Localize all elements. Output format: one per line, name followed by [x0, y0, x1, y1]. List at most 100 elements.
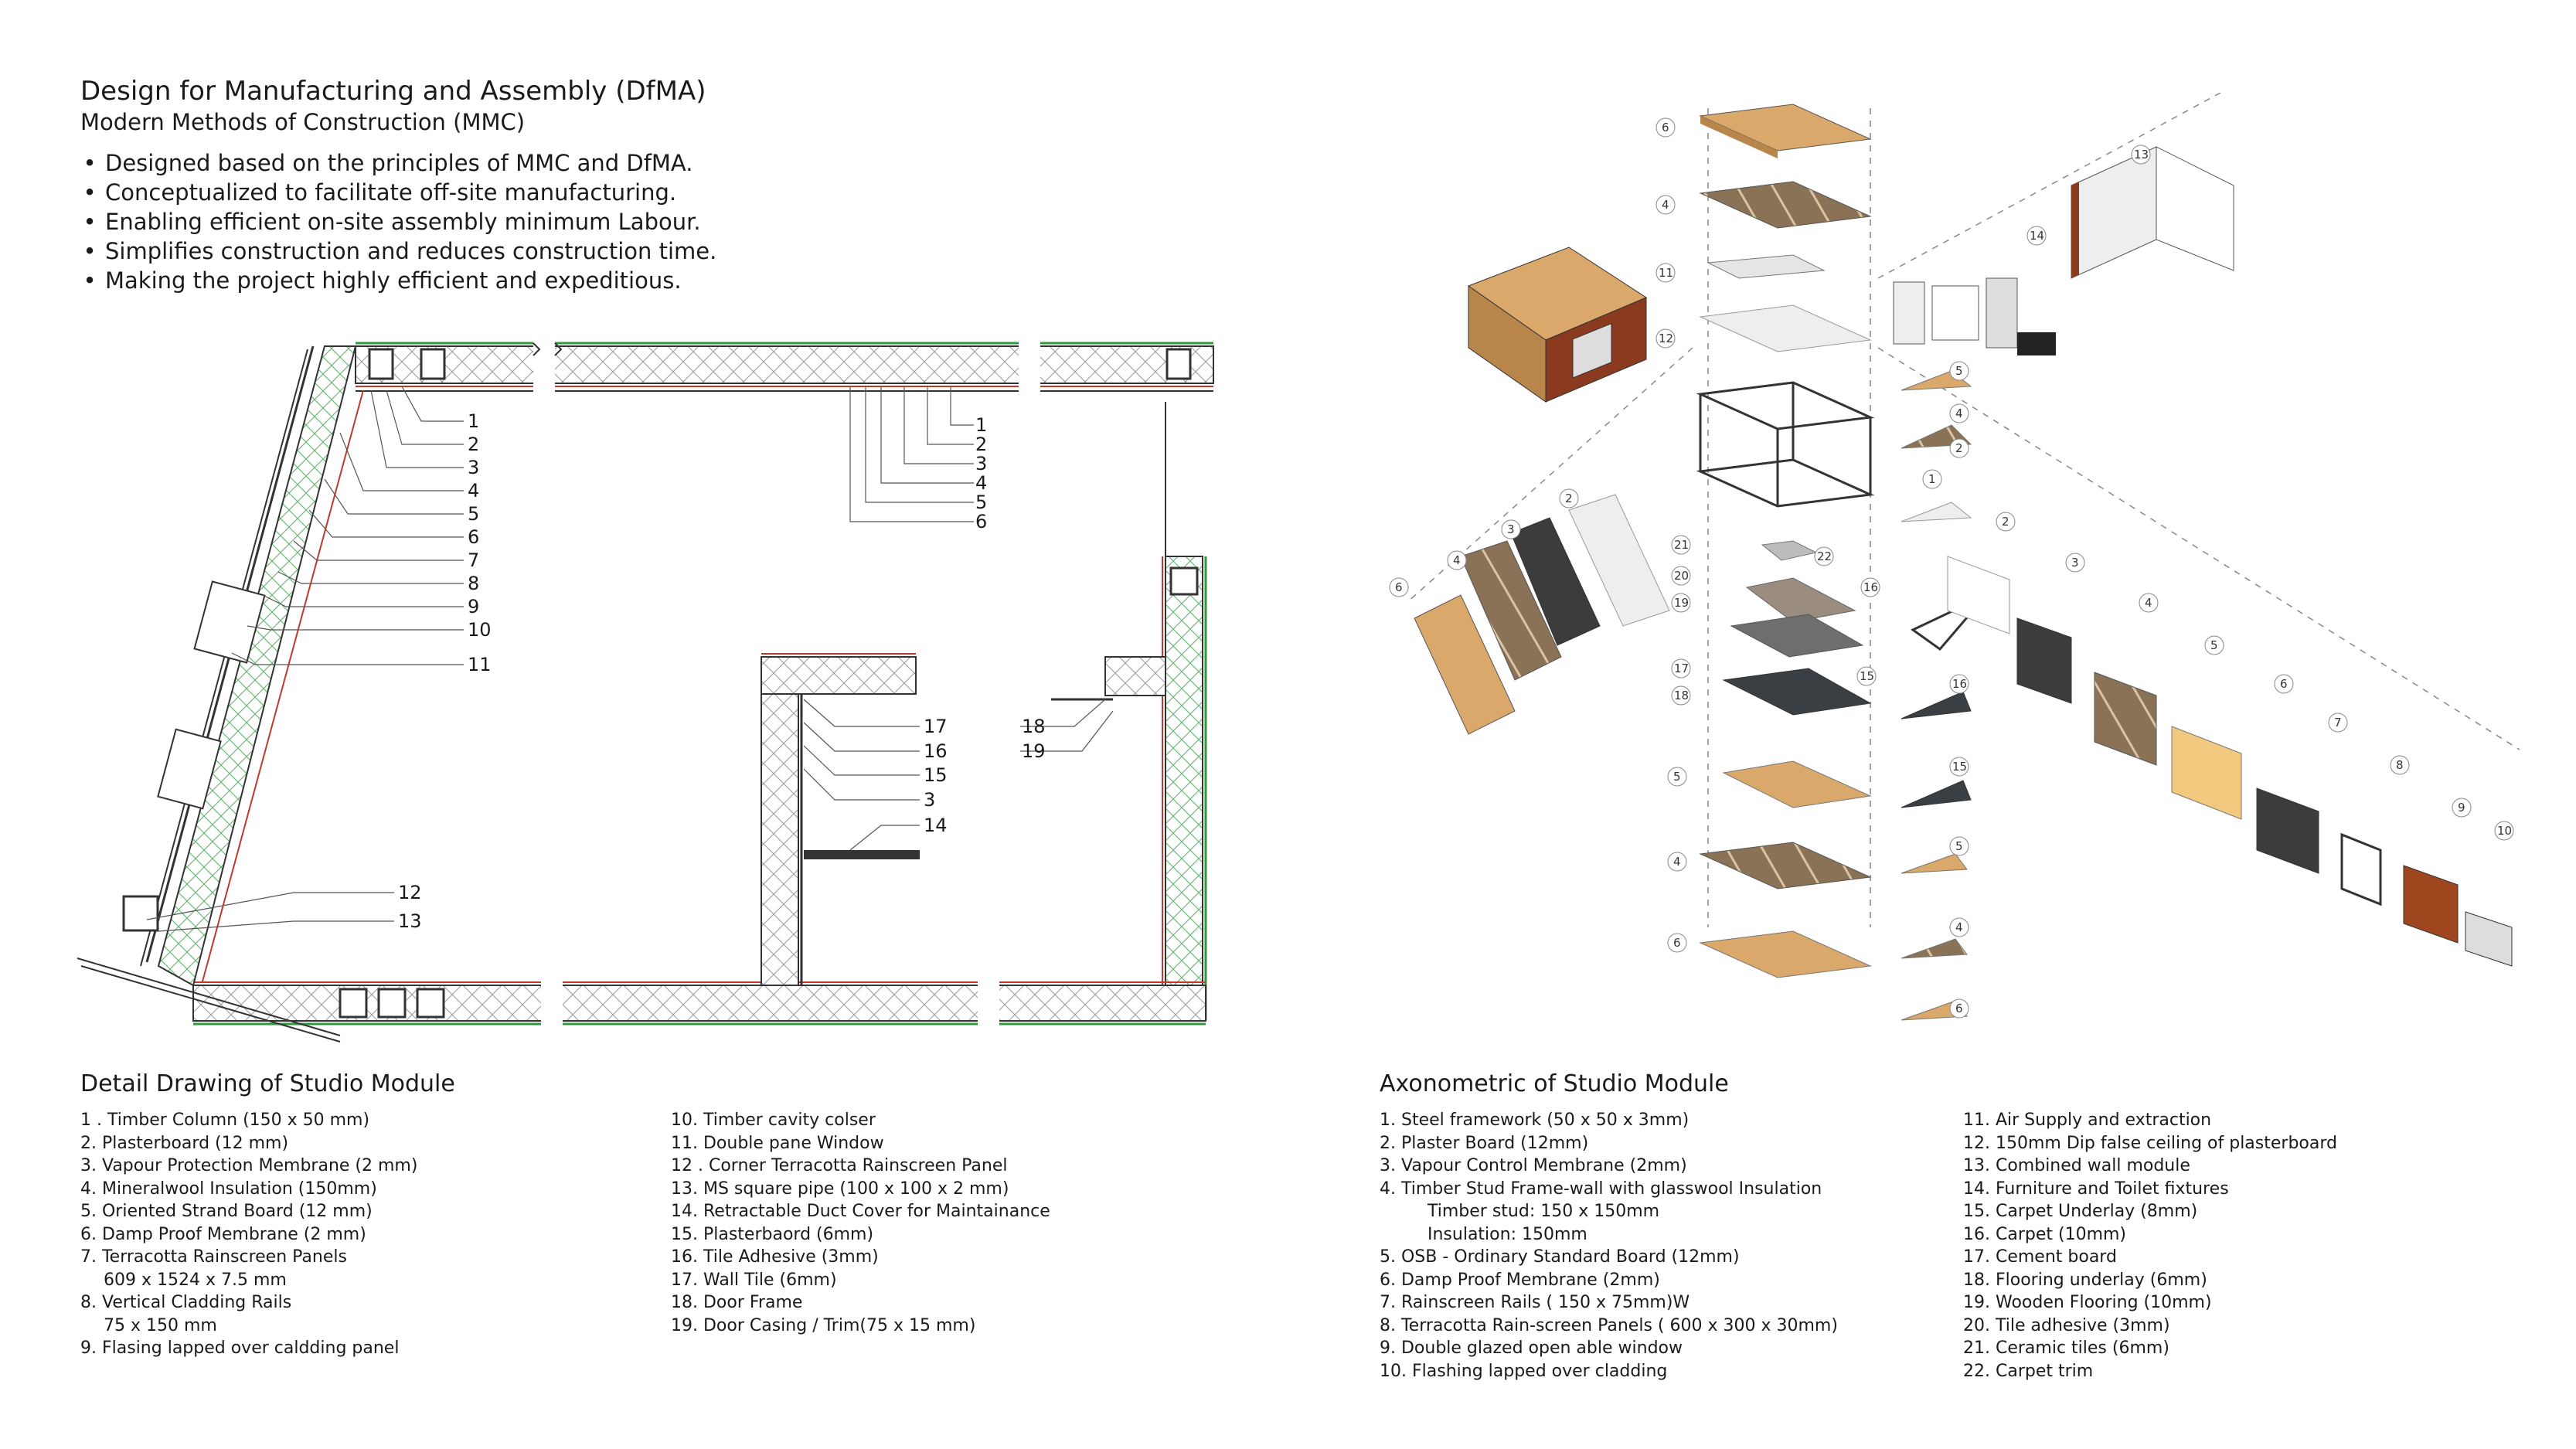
svg-text:2: 2	[2002, 515, 2009, 529]
callout-16: 16	[924, 740, 948, 762]
svg-text:22: 22	[1817, 549, 1832, 563]
svg-text:15: 15	[1860, 669, 1874, 683]
svg-text:12: 12	[1659, 332, 1673, 345]
right-wall-layers	[1947, 556, 2513, 967]
left-wall-dpm	[1414, 594, 1516, 735]
callout-2: 2	[468, 434, 479, 455]
axonometric-tags: 6 4 11 12 21 20 19 22 17 18 5 4 6 5 4 2 …	[1389, 117, 2514, 1019]
axis-guides	[1406, 93, 2520, 927]
legend-item: 16. Carpet (10mm)	[1963, 1224, 2127, 1244]
bullet-item: •Conceptualized to facilitate off-site m…	[83, 179, 677, 206]
legend-item-detail: 609 x 1524 x 7.5 mm	[104, 1270, 287, 1290]
callout-10: 10	[468, 619, 492, 641]
svg-text:9: 9	[2458, 801, 2465, 815]
svg-text:6: 6	[1395, 580, 1403, 594]
legend-item: 1. Steel framework (50 x 50 x 3mm)	[1380, 1111, 1690, 1130]
callout-13: 13	[398, 910, 422, 932]
legend-item: 2. Plasterboard (12 mm)	[80, 1133, 289, 1153]
svg-text:6: 6	[1955, 1002, 1963, 1015]
left-leaders	[231, 386, 464, 665]
svg-text:4: 4	[2145, 596, 2152, 610]
bullet-item: •Simplifies construction and reduces con…	[83, 238, 717, 264]
callout-12: 12	[398, 882, 422, 903]
callout-6: 6	[468, 526, 479, 548]
axonometric-legend-col2: 11. Air Supply and extraction 12. 150mm …	[1963, 1109, 2337, 1383]
legend-item: 7. Terracotta Rainscreen Panels	[80, 1247, 347, 1267]
left-wall-timber	[1460, 540, 1562, 681]
interior-partition	[761, 653, 1166, 986]
callout-top-4: 4	[975, 472, 987, 494]
svg-text:14: 14	[2030, 229, 2044, 243]
svg-text:5: 5	[2210, 638, 2218, 652]
callout-top-1: 1	[975, 414, 987, 436]
svg-text:5: 5	[1673, 770, 1681, 784]
svg-text:4: 4	[1662, 198, 1669, 212]
svg-text:18: 18	[1674, 689, 1689, 702]
legend-item: 8. Vertical Cladding Rails	[80, 1293, 292, 1312]
callout-top-6: 6	[975, 511, 987, 532]
legend-item: 9. Double glazed open able window	[1380, 1338, 1683, 1358]
legend-item: 15. Carpet Underlay (8mm)	[1963, 1202, 2198, 1221]
floor-timber-frame	[1699, 842, 1872, 889]
bullet-item: •Making the project highly efficient and…	[83, 267, 682, 294]
callout-19: 19	[1022, 740, 1046, 762]
door-leaders	[1020, 699, 1114, 752]
legend-item: 7. Rainscreen Rails ( 150 x 75mm)W	[1380, 1293, 1690, 1312]
wooden-flooring	[1730, 614, 1864, 658]
legend-item: 20. Tile adhesive (3mm)	[1963, 1315, 2170, 1335]
roof-air-duct	[1707, 254, 1826, 279]
svg-text:6: 6	[1673, 936, 1681, 950]
callout-top-3: 3	[975, 453, 987, 474]
callout-top-5: 5	[975, 492, 987, 513]
tag-left-wall: 2 3 4 6	[1389, 488, 1579, 597]
svg-text:13: 13	[2134, 148, 2149, 162]
tag-column-right: 5 4 2 1 16 15 16 15 5 4 6	[1856, 361, 1969, 1019]
legend-item: 5. OSB - Ordinary Standard Board (12mm)	[1380, 1247, 1740, 1267]
callout-5: 5	[468, 503, 479, 525]
legend-item: 19. Wooden Flooring (10mm)	[1963, 1293, 2212, 1312]
ceramic-tiles	[1761, 540, 1818, 561]
axonometric-title: Axonometric of Studio Module	[1380, 1070, 1729, 1097]
legend-item: 19. Door Casing / Trim(75 x 15 mm)	[671, 1315, 976, 1335]
bottom-leaders	[146, 892, 394, 932]
right-wall	[1162, 402, 1207, 1021]
detail-drawing-title: Detail Drawing of Studio Module	[80, 1070, 455, 1097]
roof-timber-frame	[1699, 181, 1872, 229]
false-ceiling	[1699, 304, 1872, 352]
legend-item: 14. Retractable Duct Cover for Maintaina…	[671, 1202, 1050, 1221]
legend-item: 2. Plaster Board (12mm)	[1380, 1133, 1589, 1153]
legend-item: 4. Mineralwool Insulation (150mm)	[80, 1179, 377, 1199]
tag-column-left: 6 4 11 12 21 20 19 22 17 18 5 4 6	[1656, 117, 1834, 953]
legend-item: 12 . Corner Terracotta Rainscreen Panel	[671, 1156, 1008, 1175]
slanted-left-wall	[77, 345, 364, 1043]
legend-item: 15. Plasterbaord (6mm)	[671, 1224, 874, 1244]
svg-text:8: 8	[2396, 758, 2404, 772]
svg-text:3: 3	[2071, 556, 2079, 570]
svg-text:4: 4	[1955, 920, 1963, 934]
callout-top-2: 2	[975, 434, 987, 455]
callout-9: 9	[468, 596, 479, 617]
legend-item: 17. Cement board	[1963, 1247, 2117, 1267]
svg-text:19: 19	[1674, 596, 1689, 610]
legend-item: 18. Flooring underlay (6mm)	[1963, 1270, 2207, 1290]
legend-item: 6. Damp Proof Membrane (2 mm)	[80, 1224, 366, 1244]
detail-legend-col2: 10. Timber cavity colser 11. Double pane…	[671, 1109, 1050, 1337]
svg-text:15: 15	[1952, 760, 1967, 774]
svg-text:5: 5	[1955, 839, 1963, 853]
svg-text:4: 4	[1453, 553, 1461, 567]
page-title: Design for Manufacturing and Assembly (D…	[80, 76, 706, 107]
floor-osb	[1722, 760, 1872, 808]
legend-item: 10. Flashing lapped over cladding	[1380, 1361, 1668, 1381]
end-steel-frame	[1911, 594, 1988, 651]
callout-17: 17	[924, 716, 948, 737]
inner-leaders	[803, 699, 920, 851]
svg-text:17: 17	[1674, 662, 1689, 675]
callout-14: 14	[924, 815, 948, 836]
left-wall-vcl	[1510, 517, 1601, 646]
callout-4: 4	[468, 480, 479, 502]
svg-text:1: 1	[1928, 472, 1936, 486]
svg-text:2: 2	[1565, 492, 1573, 505]
tag-right-wall: 2 3 4 5 6 7 8 9 10	[1996, 512, 2514, 841]
legend-item: 1 . Timber Column (150 x 50 mm)	[80, 1111, 370, 1130]
callout-1: 1	[468, 410, 479, 432]
